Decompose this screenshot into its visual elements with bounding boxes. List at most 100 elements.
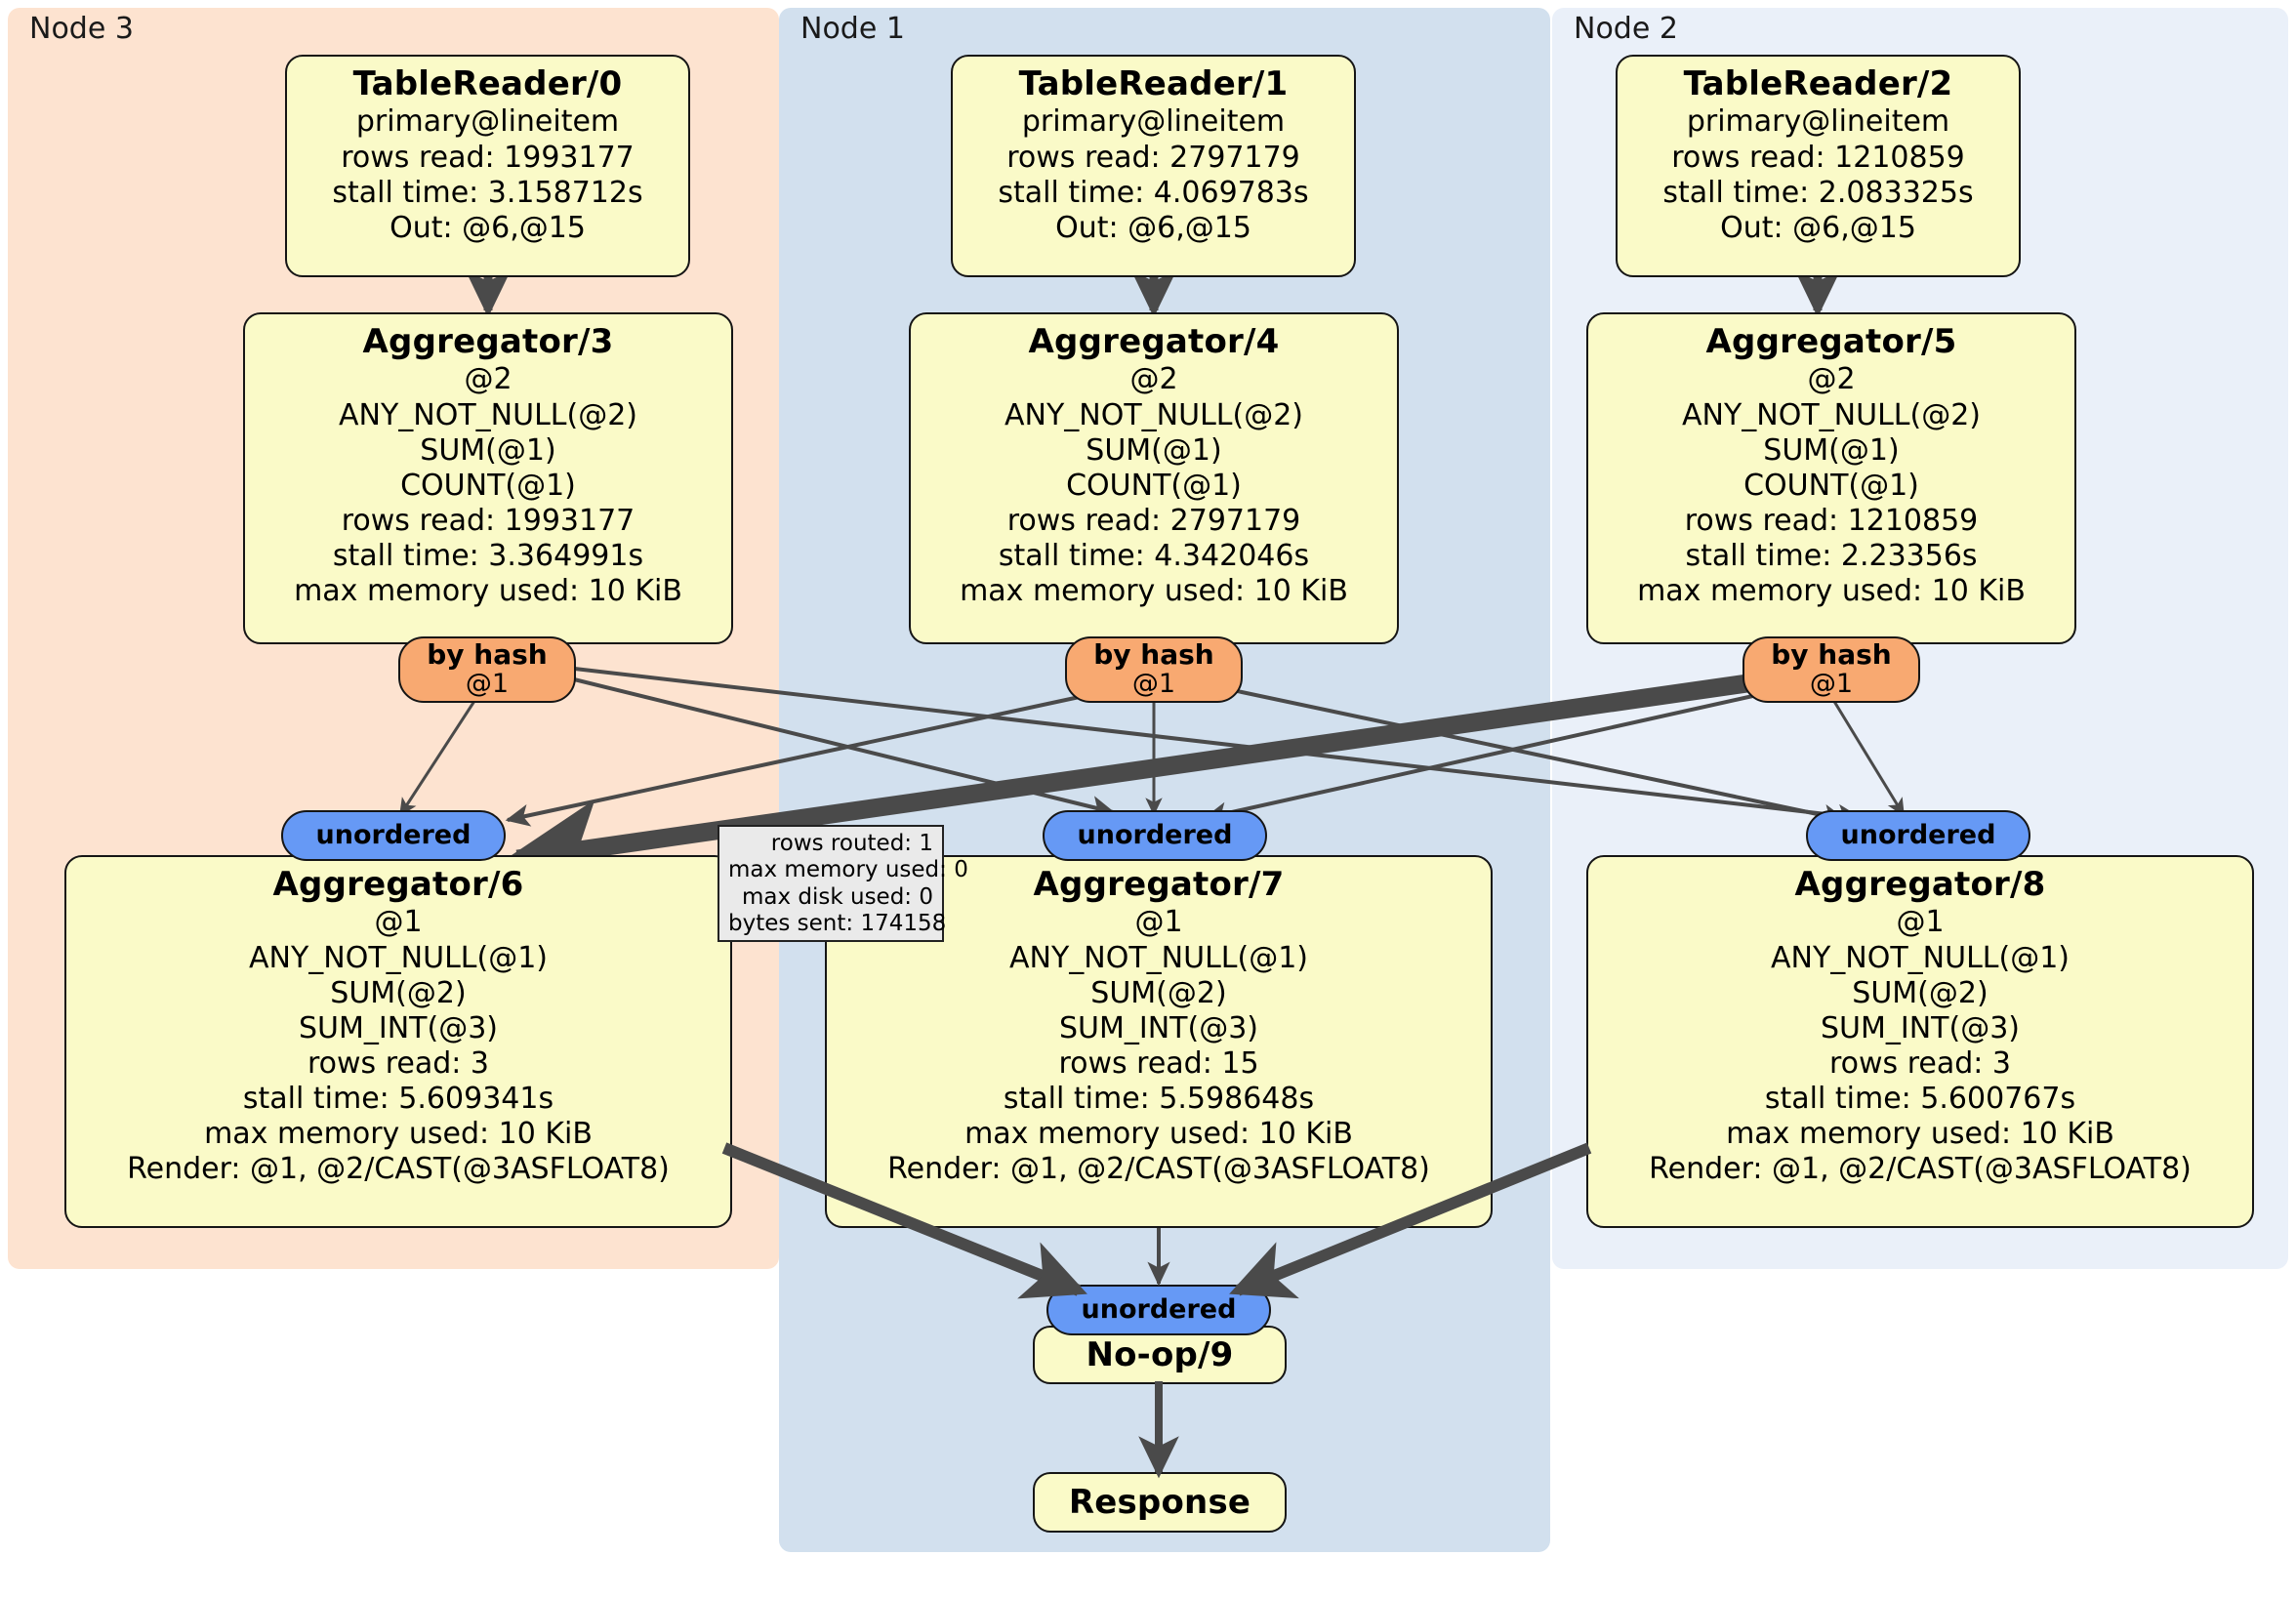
badge-sublabel: @1: [465, 668, 510, 699]
processor-detail: SUM(@1): [420, 432, 556, 468]
processor-detail: @1: [1134, 905, 1183, 940]
processor-detail: Out: @6,@15: [1720, 210, 1916, 245]
processor-detail: rows read: 1993177: [341, 504, 636, 539]
processor-detail: stall time: 3.364991s: [332, 539, 644, 574]
processor-detail: COUNT(@1): [1743, 468, 1919, 503]
processor-detail: SUM(@2): [1852, 975, 1988, 1010]
stream-stat-line: max memory used: 0: [728, 857, 968, 883]
processor-title: Aggregator/6: [272, 865, 524, 904]
processor-title: TableReader/1: [1018, 64, 1289, 103]
processor-detail: rows read: 15: [1058, 1046, 1259, 1082]
processor-detail: max memory used: 10 KiB: [960, 574, 1348, 609]
processor-detail: rows read: 2797179: [1006, 140, 1300, 175]
badge-sublabel: @1: [1809, 668, 1854, 699]
processor-aggregator3[interactable]: Aggregator/3 @2 ANY_NOT_NULL(@2) SUM(@1)…: [243, 312, 733, 644]
processor-detail: ANY_NOT_NULL(@1): [1009, 940, 1308, 975]
processor-detail: SUM(@1): [1763, 432, 1900, 468]
processor-detail: max memory used: 10 KiB: [204, 1117, 593, 1152]
processor-detail: @2: [1807, 362, 1856, 397]
processor-tablereader2[interactable]: TableReader/2 primary@lineitem rows read…: [1616, 55, 2021, 277]
processor-detail: rows read: 1993177: [341, 140, 635, 175]
badge-label: unordered: [1840, 819, 1996, 850]
processor-title: Aggregator/3: [362, 322, 614, 361]
processor-detail: max memory used: 10 KiB: [1726, 1117, 2114, 1152]
processor-detail: Render: @1, @2/CAST(@3ASFLOAT8): [887, 1152, 1430, 1187]
processor-aggregator4[interactable]: Aggregator/4 @2 ANY_NOT_NULL(@2) SUM(@1)…: [909, 312, 1399, 644]
processor-detail: stall time: 4.069783s: [998, 175, 1309, 210]
processor-detail: primary@lineitem: [355, 104, 620, 140]
cluster-label-node3: Node 3: [29, 12, 134, 46]
stream-stat-line: rows routed: 1: [770, 831, 933, 856]
processor-title: Aggregator/7: [1033, 865, 1285, 904]
processor-detail: primary@lineitem: [1021, 104, 1286, 140]
stream-stat-line: bytes sent: 174158: [728, 911, 947, 937]
processor-detail: COUNT(@1): [400, 468, 576, 503]
processor-title: Aggregator/5: [1705, 322, 1957, 361]
cluster-label-node1: Node 1: [800, 12, 905, 46]
processor-detail: rows read: 3: [1828, 1046, 2012, 1082]
processor-detail: Out: @6,@15: [390, 210, 586, 245]
processor-tablereader0[interactable]: TableReader/0 primary@lineitem rows read…: [285, 55, 690, 277]
processor-tablereader1[interactable]: TableReader/1 primary@lineitem rows read…: [951, 55, 1356, 277]
processor-title: Aggregator/8: [1794, 865, 2046, 904]
processor-detail: SUM(@2): [330, 975, 467, 1010]
badge-label: by hash: [427, 638, 548, 672]
processor-detail: SUM(@2): [1090, 975, 1227, 1010]
badge-label: unordered: [1081, 1293, 1237, 1325]
processor-detail: max memory used: 10 KiB: [1637, 574, 2026, 609]
badge-label: unordered: [315, 819, 472, 850]
processor-aggregator5[interactable]: Aggregator/5 @2 ANY_NOT_NULL(@2) SUM(@1)…: [1586, 312, 2076, 644]
badge-unordered-mid[interactable]: unordered: [1043, 810, 1267, 861]
processor-title: TableReader/2: [1683, 64, 1953, 103]
processor-detail: @2: [1129, 362, 1178, 397]
processor-detail: ANY_NOT_NULL(@2): [1682, 397, 1981, 432]
processor-aggregator6[interactable]: Aggregator/6 @1 ANY_NOT_NULL(@1) SUM(@2)…: [64, 855, 732, 1228]
processor-detail: stall time: 5.609341s: [242, 1082, 554, 1117]
processor-detail: rows read: 1210859: [1684, 504, 1979, 539]
badge-unordered-final[interactable]: unordered: [1046, 1285, 1271, 1335]
processor-detail: ANY_NOT_NULL(@2): [1004, 397, 1303, 432]
processor-detail: SUM_INT(@3): [1821, 1010, 2020, 1045]
badge-by-hash-left[interactable]: by hash @1: [398, 636, 576, 703]
processor-title: Aggregator/4: [1028, 322, 1280, 361]
processor-detail: rows read: 2797179: [1006, 504, 1301, 539]
badge-by-hash-right[interactable]: by hash @1: [1742, 636, 1920, 703]
processor-detail: COUNT(@1): [1066, 468, 1242, 503]
processor-detail: max memory used: 10 KiB: [964, 1117, 1353, 1152]
processor-aggregator8[interactable]: Aggregator/8 @1 ANY_NOT_NULL(@1) SUM(@2)…: [1586, 855, 2254, 1228]
processor-detail: Render: @1, @2/CAST(@3ASFLOAT8): [1649, 1152, 2192, 1187]
processor-detail: stall time: 2.083325s: [1662, 175, 1974, 210]
processor-title: TableReader/0: [352, 64, 623, 103]
processor-detail: stall time: 5.600767s: [1764, 1082, 2076, 1117]
processor-detail: stall time: 2.23356s: [1685, 539, 1978, 574]
processor-detail: primary@lineitem: [1686, 104, 1950, 140]
cluster-label-node2: Node 2: [1574, 12, 1678, 46]
processor-title: No-op/9: [1086, 1335, 1234, 1375]
processor-detail: rows read: 3: [307, 1046, 490, 1082]
badge-label: unordered: [1077, 819, 1233, 850]
processor-detail: rows read: 1210859: [1671, 140, 1965, 175]
processor-detail: stall time: 5.598648s: [1003, 1082, 1315, 1117]
processor-detail: @1: [374, 905, 423, 940]
processor-detail: stall time: 3.158712s: [332, 175, 643, 210]
processor-detail: Render: @1, @2/CAST(@3ASFLOAT8): [127, 1152, 670, 1187]
processor-detail: ANY_NOT_NULL(@2): [339, 397, 637, 432]
processor-detail: max memory used: 10 KiB: [294, 574, 682, 609]
badge-unordered-right[interactable]: unordered: [1806, 810, 2030, 861]
processor-detail: @2: [464, 362, 512, 397]
processor-detail: stall time: 4.342046s: [998, 539, 1310, 574]
processor-title: Response: [1068, 1483, 1251, 1523]
processor-detail: @1: [1896, 905, 1945, 940]
stream-stat-line: max disk used: 0: [741, 883, 933, 910]
badge-sublabel: @1: [1131, 668, 1176, 699]
processor-detail: SUM(@1): [1086, 432, 1222, 468]
processor-detail: ANY_NOT_NULL(@1): [249, 940, 548, 975]
stream-stats-box: rows routed: 1 max memory used: 0 max di…: [718, 825, 968, 942]
badge-unordered-left[interactable]: unordered: [281, 810, 506, 861]
processor-detail: Out: @6,@15: [1055, 210, 1251, 245]
processor-response[interactable]: Response: [1033, 1472, 1287, 1533]
badge-by-hash-mid[interactable]: by hash @1: [1065, 636, 1243, 703]
badge-label: by hash: [1771, 638, 1892, 672]
processor-detail: SUM_INT(@3): [299, 1010, 498, 1045]
